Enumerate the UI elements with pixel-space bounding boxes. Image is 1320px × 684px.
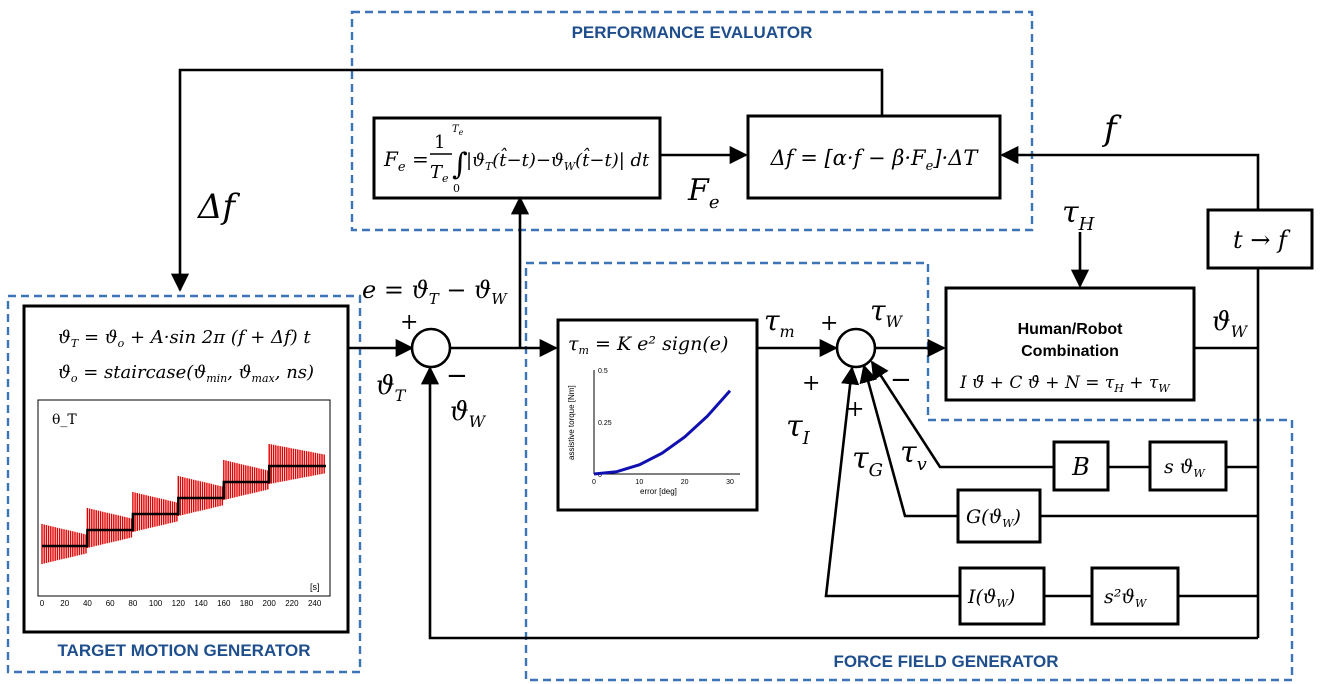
- i-block: [958, 566, 1046, 626]
- delta-f-formula: Δf = [α·f − β·Fe]·ΔT: [770, 146, 980, 174]
- target-x-tick-label: 60: [106, 599, 115, 608]
- torque-formula: τm = K e² sign(e): [568, 333, 728, 357]
- s-theta-block: [1148, 440, 1228, 492]
- torque-y-tick-label: 0.5: [598, 368, 608, 375]
- target-x-tick-label: 0: [40, 599, 45, 608]
- target-staircase-line: [42, 464, 326, 548]
- svg-text:Te: Te: [452, 124, 464, 137]
- wire-tau-v: [870, 360, 1054, 469]
- target-x-tick-label: 40: [83, 599, 92, 608]
- torque-x-tick-label: 0: [592, 479, 596, 486]
- wire-f: [1000, 145, 1260, 210]
- target-oscillation-band: [86, 508, 133, 548]
- wire-theta-w-feedback: [420, 366, 1258, 640]
- target-oscillation-band: [268, 444, 325, 484]
- signal-tau-g: τG: [852, 441, 883, 481]
- sum2-plus-top: +: [820, 311, 838, 336]
- b-block-label: B: [1071, 453, 1090, 481]
- signal-theta-w-feedback: ϑW: [450, 397, 487, 431]
- target-x-tick-label: 220: [285, 599, 299, 608]
- svg-text:|ϑT(t̂−t)−ϑW(t̂−t)| dt: |ϑT(t̂−t)−ϑW(t̂−t)| dt: [466, 146, 650, 173]
- g-block: [956, 488, 1042, 544]
- signal-theta-t: ϑT: [376, 371, 407, 405]
- svg-text:Fe =: Fe =: [383, 147, 429, 175]
- target-x-tick-label: 240: [308, 599, 322, 608]
- sum1-minus: −: [446, 361, 468, 391]
- torque-y-tick-label: 0.25: [598, 420, 612, 427]
- delta-f-block: [746, 114, 1002, 200]
- target-x-tick-label: 160: [217, 599, 231, 608]
- torque-block: [556, 318, 759, 512]
- target-x-tick-label: 120: [172, 599, 186, 608]
- target-x-tick-label: 100: [149, 599, 163, 608]
- region-force-field-generator: [524, 261, 1294, 682]
- sum2-plus-lower: +: [802, 371, 820, 396]
- region-target-motion-generator: [6, 294, 362, 674]
- g-block-label: G(ϑW): [966, 506, 1021, 530]
- torque-curve: [593, 389, 732, 476]
- svg-text:∫: ∫: [452, 147, 468, 182]
- target-chart: θ_T [s] 0 20 40 60 80 100 120 140 160 180 200 220 24…: [37, 399, 331, 608]
- signal-theta-w-out: ϑW: [1212, 307, 1249, 341]
- wire-tau-i: [824, 366, 960, 598]
- i-block-label: I(ϑW): [967, 586, 1015, 610]
- torque-chart-ylabel: assistive torque [Nm]: [567, 385, 576, 460]
- target-eq2: ϑo = staircase(ϑmin, ϑmax, ns): [58, 362, 314, 385]
- force-field-generator-title: FORCE FIELD GENERATOR: [833, 652, 1058, 671]
- signal-error-eq: e = ϑT − ϑW: [362, 276, 508, 308]
- b-block: [1052, 440, 1110, 492]
- torque-chart-xlabel: error [deg]: [640, 487, 677, 496]
- sum2-plus-inner: +: [846, 397, 864, 422]
- svg-text:1: 1: [434, 132, 445, 153]
- target-x-tick-label: 80: [128, 599, 137, 608]
- signal-delta-f: Δf: [196, 187, 241, 227]
- signal-f: f: [1101, 109, 1122, 149]
- target-motion-generator-title: TARGET MOTION GENERATOR: [57, 641, 310, 660]
- target-x-tick-label: 20: [60, 599, 69, 608]
- target-chart-xlabel: [s]: [310, 582, 320, 592]
- target-eq1: ϑT = ϑo + A·sin 2π (f + Δf) t: [58, 327, 311, 350]
- wire-tau-g: [859, 364, 958, 518]
- wire-delta-f-feedback: [170, 68, 884, 292]
- sum2-minus: −: [890, 365, 912, 395]
- target-oscillation-band: [132, 492, 178, 532]
- t-to-f-label: t → f: [1233, 226, 1291, 254]
- target-oscillation-band: [41, 524, 87, 564]
- torque-x-tick-label: 10: [635, 479, 643, 486]
- signal-tau-i: τI: [786, 409, 811, 449]
- target-x-tick-label: 140: [194, 599, 208, 608]
- signal-tau-w: τW: [870, 294, 904, 331]
- signal-tau-h: τH: [1062, 195, 1095, 235]
- svg-text:0: 0: [453, 182, 460, 195]
- target-x-tick-label: 180: [240, 599, 254, 608]
- signal-fe: Fe: [687, 173, 719, 213]
- target-oscillation-band: [223, 460, 269, 500]
- torque-x-tick-label: 30: [726, 479, 734, 486]
- sum1-plus: +: [400, 310, 418, 335]
- human-robot-eq: I ϑ̈ + C ϑ̇ + N = τH + τW: [959, 373, 1171, 395]
- torque-x-tick-label: 20: [681, 479, 689, 486]
- performance-evaluator-title: PERFORMANCE EVALUATOR: [572, 23, 813, 42]
- summing-junction-torque: [835, 327, 877, 369]
- signal-tau-m: τm: [764, 304, 795, 341]
- human-robot-subtitle: Combination: [1021, 343, 1119, 360]
- t-to-f-block: [1206, 208, 1314, 270]
- s2-theta-label: s²ϑW: [1104, 586, 1148, 610]
- torque-chart: 0 10 20 30 0.5 0.25 0 assistive torque [Nm] er…: [567, 368, 740, 496]
- target-chart-title: θ_T: [52, 412, 77, 428]
- fe-integral-formula: Fe = 1 Te ∫ Te 0 |ϑT(t̂−t)−ϑW(t̂−t)| dt: [383, 124, 650, 195]
- target-x-tick-label: 200: [263, 599, 277, 608]
- torque-y-tick-label: 0: [598, 472, 602, 479]
- human-robot-title: Human/Robot: [1018, 321, 1124, 338]
- region-performance-evaluator: [350, 10, 1034, 232]
- target-oscillation-band: [177, 476, 223, 516]
- s2-theta-block: [1090, 566, 1180, 626]
- human-robot-block: [944, 286, 1196, 402]
- summing-junction-error: [410, 327, 452, 369]
- fe-integral-block: [372, 116, 662, 200]
